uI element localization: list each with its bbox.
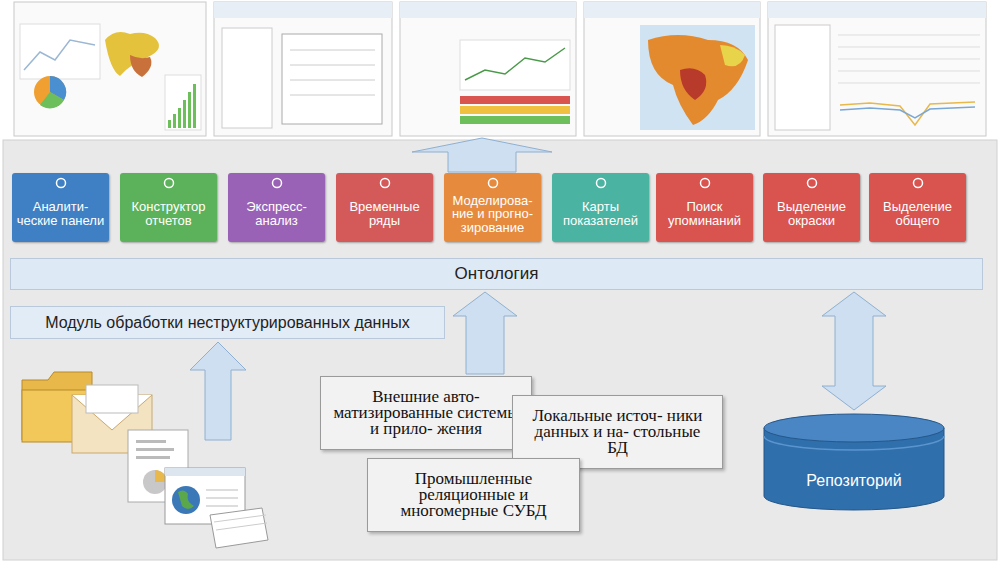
tile-icon — [911, 176, 925, 190]
node-label: Репозиторий — [806, 472, 901, 490]
source-box: Промышленные реляционные и многомерные С… — [367, 458, 580, 532]
module-band: Модуль обработки неструктурированных дан… — [10, 306, 445, 339]
tile-label: Поиск упоминаний — [660, 200, 749, 227]
source-box: Внешние авто- матизированные системы и п… — [320, 376, 532, 450]
tile-icon — [805, 176, 819, 190]
tile-label: Конструктор отчетов — [124, 200, 213, 227]
module-tile: Аналити- ческие панели — [12, 173, 109, 242]
node-label: Локальные источ- ники данных и на- столь… — [523, 408, 712, 456]
node-label: Онтология — [455, 264, 539, 284]
module-tile: Конструктор отчетов — [120, 173, 217, 242]
tile-label: Выделение общего — [873, 200, 962, 227]
module-tile: Выделение общего — [869, 173, 966, 242]
tile-icon — [698, 176, 712, 190]
node-label: Внешние авто- матизированные системы и п… — [331, 389, 521, 437]
tile-label: Карты показателей — [556, 200, 645, 227]
tile-icon — [162, 176, 176, 190]
input-arrow — [190, 342, 246, 440]
tile-icon — [378, 176, 392, 190]
screenshot-strip — [14, 2, 986, 136]
ontology-band: Онтология — [10, 258, 983, 290]
tile-label: Временные ряды — [340, 200, 429, 227]
tile-icon — [270, 176, 284, 190]
tile-icon — [486, 176, 500, 190]
tile-label: Экспресс- анализ — [232, 200, 321, 227]
module-tile: Карты показателей — [552, 173, 649, 242]
documents-illustration — [22, 372, 268, 548]
tile-label: Выделение окраски — [767, 200, 856, 227]
tile-icon — [54, 176, 68, 190]
module-tile: Временные ряды — [336, 173, 433, 242]
module-tile: Экспресс- анализ — [228, 173, 325, 242]
double-block-arrow — [822, 292, 886, 410]
output-arrow — [412, 138, 552, 172]
tile-label: Моделирова- ние и прогно- зирование — [448, 194, 537, 235]
module-tile: Выделение окраски — [763, 173, 860, 242]
node-label: Модуль обработки неструктурированных дан… — [45, 314, 410, 332]
cylinder-shape — [762, 412, 946, 512]
node-label: Промышленные реляционные и многомерные С… — [378, 471, 569, 519]
tile-icon — [594, 176, 608, 190]
module-tile: Моделирова- ние и прогно- зирование — [444, 173, 541, 242]
tile-label: Аналити- ческие панели — [16, 200, 105, 227]
module-tile: Поиск упоминаний — [656, 173, 753, 242]
block-arrow — [453, 292, 517, 374]
repository-cylinder: Репозиторий — [762, 412, 946, 512]
